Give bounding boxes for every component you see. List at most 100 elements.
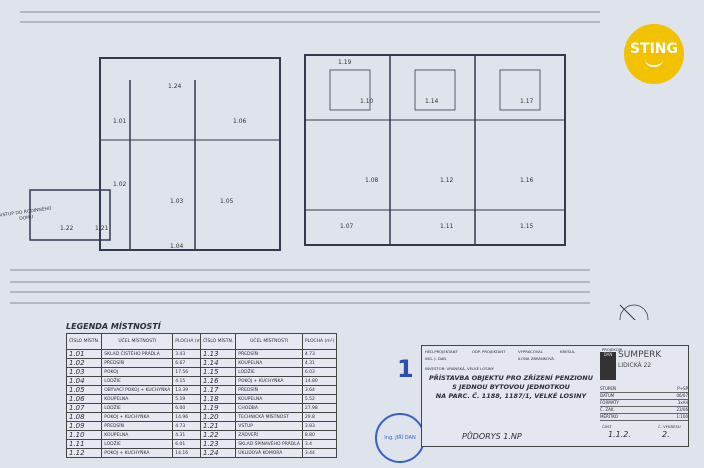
- col-area: PLOCHA (m²): [301, 333, 338, 350]
- legend-use: TECHNICKÁ MÍSTNOST: [235, 412, 303, 422]
- legend-area: 4.31: [301, 358, 338, 368]
- legend-use: LODŽIE: [101, 376, 174, 386]
- legend-area: 3.4: [301, 439, 338, 449]
- legend-use: SKLAD ČISTÉHO PRÁDLA: [101, 349, 174, 359]
- legend-num: 1.17: [199, 385, 237, 395]
- legend-num: 1.10: [65, 430, 103, 440]
- svg-text:1.011.021.031.04 1.051.061.0: 1.011.021.031.04 1.051.061.071.08 1.101.…: [60, 59, 534, 250]
- stamp-text: Ing. JIŘÍ DAN: [384, 435, 416, 441]
- legend-num: 1.09: [65, 421, 103, 431]
- legend-use: POKOJ + KUCHYŇKA: [101, 412, 174, 422]
- meta-label: DATUM: [600, 393, 615, 398]
- investor: INVESTOR: VRÁNSKÁ, VELKÉ LOSINY: [425, 366, 494, 371]
- legend-area: 29.8: [301, 412, 338, 422]
- project-line: S JEDNOU BYTOVOU JEDNOTKOU: [452, 383, 570, 391]
- meta-row: Č. ZAK.23/06: [600, 407, 688, 414]
- col-num: ČÍSLO MÍSTN.: [199, 333, 237, 350]
- project-title: PŘÍSTAVBA OBJEKTU PRO ZŘÍZENÍ PENZIONU S…: [426, 374, 596, 401]
- legend-num: 1.24: [199, 448, 237, 458]
- legend-area: 3.83: [301, 421, 338, 431]
- meta-row: DATUM 06/07: [600, 393, 688, 400]
- legend-num: 1.06: [65, 394, 103, 404]
- part-label: ČÁST: [602, 424, 612, 429]
- legend-num: 1.21: [199, 421, 237, 431]
- project-line: PŘÍSTAVBA OBJEKTU PRO ZŘÍZENÍ PENZIONU: [428, 374, 593, 382]
- sting-logo: STING: [624, 24, 684, 84]
- col-use: ÚČEL MÍSTNOSTI: [101, 333, 174, 350]
- legend-use: PŘEDSÍŇ: [101, 421, 174, 431]
- annotation-number: 1: [397, 355, 414, 383]
- legend-area: 4.73: [301, 349, 338, 359]
- legend-area: 6.03: [301, 367, 338, 377]
- legend-num: 1.01: [65, 349, 103, 359]
- legend-area: 3.64: [301, 385, 338, 395]
- meta-label: STUPEŇ: [600, 386, 616, 391]
- legend-num: 1.15: [199, 367, 237, 377]
- legend-use: ZÁDVEŘÍ: [235, 430, 303, 440]
- legend-use: PŘEDSÍŇ: [101, 358, 174, 368]
- drawn-by-name: ILONA ZBRÁNKOVÁ: [518, 356, 555, 361]
- legend-area: 14.80: [301, 376, 338, 386]
- legend-use: CHODBA: [235, 403, 303, 413]
- legend-use: KOUPELNA: [101, 394, 174, 404]
- logo-text: STING: [629, 41, 679, 57]
- meta-value: 23/06: [676, 407, 688, 412]
- meta-row: STUPEŇ P+SP: [600, 386, 688, 393]
- meta-value: 3xA4: [677, 400, 688, 405]
- designer-stamp: Ing. JIŘÍ DAN: [375, 413, 425, 463]
- legend-area: 5.52: [301, 394, 338, 404]
- legend-num: 1.20: [199, 412, 237, 422]
- meta-label: MĚŘÍTKO: [600, 414, 618, 419]
- legend-num: 1.23: [199, 439, 237, 449]
- legend-num: 1.11: [65, 439, 103, 449]
- legend-num: 1.13: [199, 349, 237, 359]
- legend-use: KOUPELNA: [101, 430, 174, 440]
- legend-num: 1.07: [65, 403, 103, 413]
- col-num: ČÍSLO MÍSTN.: [65, 333, 103, 350]
- legend-use: PŘEDSÍŇ: [235, 349, 303, 359]
- legend-title: LEGENDA MÍSTNOSTÍ: [66, 322, 161, 331]
- legend-num: 1.04: [65, 376, 103, 386]
- legend-area: 3.44: [301, 448, 338, 458]
- head-designer-label: HED.PROJEKTANT: [425, 349, 458, 354]
- version-value: 2.: [662, 430, 670, 439]
- legend-use: OBÝVACÍ POKOJ + KUCHYŇKA: [101, 385, 174, 395]
- meta-value: 06/07: [676, 393, 688, 398]
- legend-use: POKOJ + KUCHYŇKA: [235, 376, 303, 386]
- legend-num: 1.16: [199, 376, 237, 386]
- legend-num: 1.14: [199, 358, 237, 368]
- legend-use: LODŽIE: [101, 439, 174, 449]
- legend-num: 1.02: [65, 358, 103, 368]
- meta-value: P+SP: [677, 386, 688, 391]
- legend-use: ÚKLIDOVÁ KOMORA: [235, 448, 303, 458]
- legend-use: LODŽIE: [235, 367, 303, 377]
- legend-use: KOUPELNA: [235, 394, 303, 404]
- version-label: Č. VÝKRESU: [658, 424, 681, 429]
- legend-area: 8.80: [301, 430, 338, 440]
- title-block: HED.PROJEKTANT ING. J. DAN ODP. PROJEKTA…: [421, 345, 689, 447]
